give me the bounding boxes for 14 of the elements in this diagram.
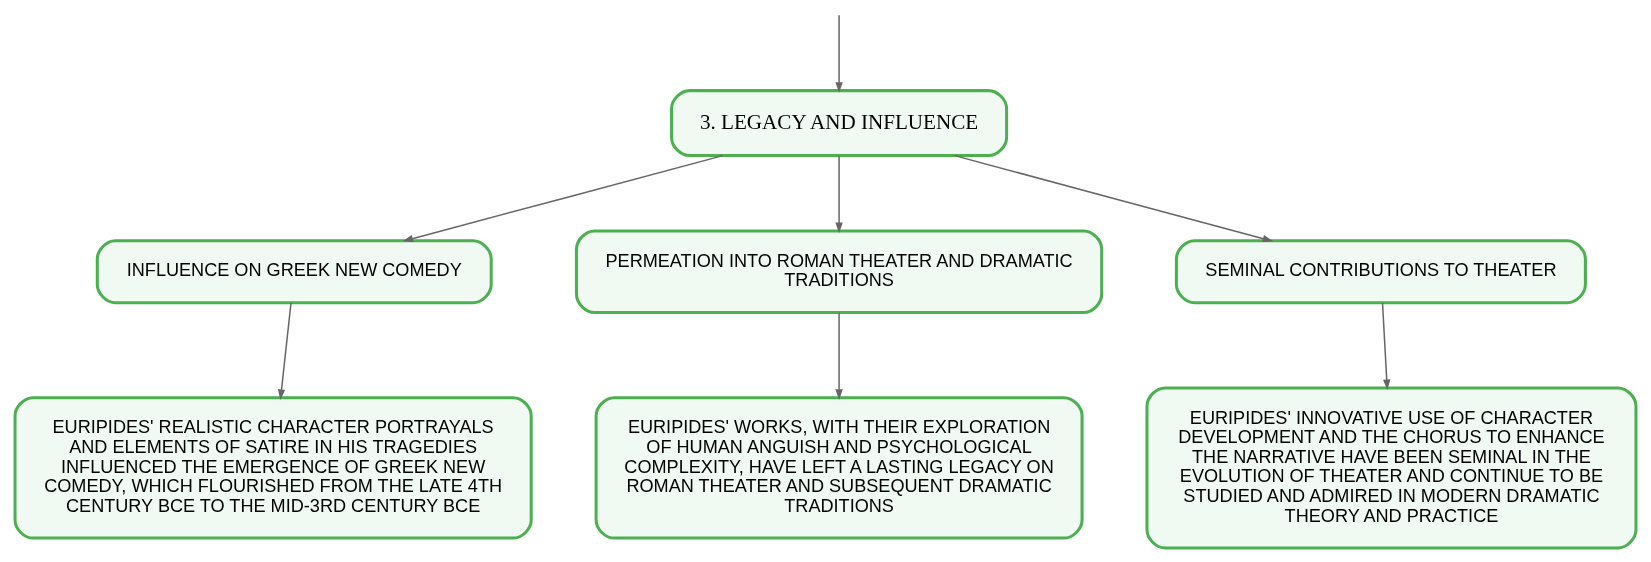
arrow [1381, 302, 1391, 391]
node-box: PERMEATION INTO ROMAN THEATER AND DRAMATIC TRADITIONS [574, 229, 1104, 314]
arrow [402, 154, 724, 243]
arrow [277, 302, 292, 401]
node-box: EURIPIDES' INNOVATIVE USE OF CHARACTER DEVELOPMENT AND THE CHORUS TO ENHANCE THE NARRATIVE HAVE BEEN SEMINAL IN THE EVOLUTION OF THEATER AND CONTINUE TO BE STUDIED AND ADMIRED IN MODERN DRAMATIC THEORY AND PRACTICE [1145, 386, 1638, 550]
arrow [835, 14, 843, 93]
node-box: EURIPIDES' REALISTIC CHARACTER PORTRAYALS AND ELEMENTS OF SATIRE IN HIS TRAGEDIES INFLUENCED THE EMERGENCE OF GREEK NEW COMEDY, WHICH FLOURISHED FROM THE LATE 4TH CENTURY BCE TO THE MID-3RD CENTURY BCE [13, 396, 533, 540]
node-box: SEMINAL CONTRIBUTIONS TO THEATER [1174, 239, 1587, 305]
arrow [835, 155, 843, 234]
node-box: 3. LEGACY AND INFLUENCE [670, 89, 1009, 158]
node-box: INFLUENCE ON GREEK NEW COMEDY [95, 239, 493, 305]
arrow [953, 154, 1274, 243]
node-box: EURIPIDES' WORKS, WITH THEIR EXPLORATION OF HUMAN ANGUISH AND PSYCHOLOGICAL COMPLEXITY, HAVE LEFT A LASTING LEGACY ON ROMAN THEATER AND SUBSEQUENT DRAMATIC TRADITIONS [594, 396, 1084, 540]
arrow [835, 312, 843, 400]
